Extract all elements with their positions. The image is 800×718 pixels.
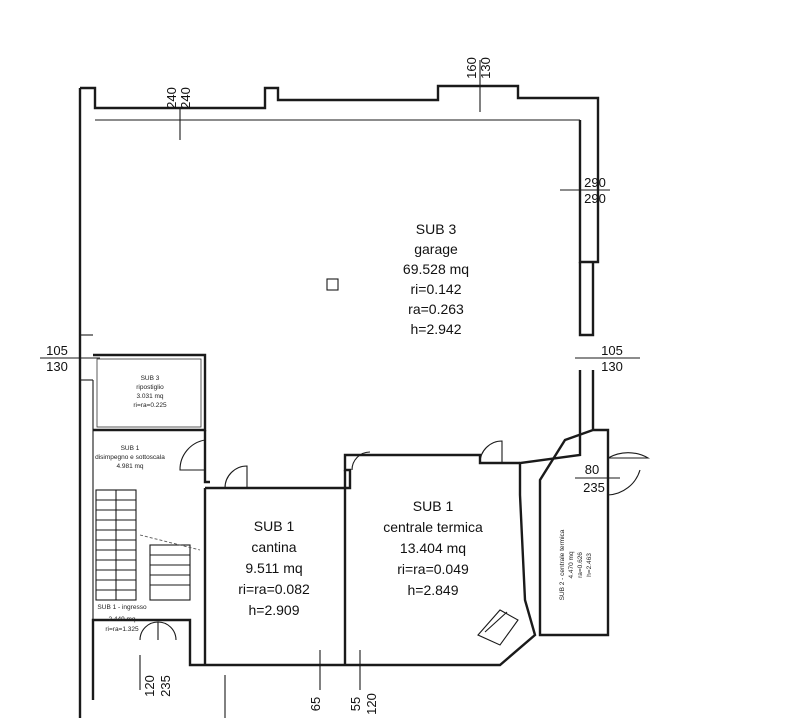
ripostiglio-sub: SUB 3	[141, 375, 160, 382]
room-centrale-termica: SUB 1 centrale termica 13.404 mq ri=ra=0…	[383, 498, 483, 598]
dim-right-small-a: 80	[585, 462, 599, 477]
dimension-lines	[40, 60, 640, 718]
dim-right-mid-b: 130	[601, 359, 623, 374]
garage-h: h=2.942	[411, 321, 462, 337]
cantina-sub: SUB 1	[254, 518, 295, 534]
dim-bottom-mid-a: 65	[308, 697, 323, 711]
cantina-rira: ri=ra=0.082	[238, 581, 310, 597]
room-ripostiglio: SUB 3 ripostiglio 3.031 mq ri=ra=0.225	[133, 375, 167, 409]
ripostiglio-name: ripostiglio	[136, 384, 164, 391]
dim-bottom-mid-c: 120	[364, 693, 379, 715]
dim-left-mid-b: 130	[46, 359, 68, 374]
dim-right-mid-a: 105	[601, 343, 623, 358]
dim-right-upper-b: 290	[584, 191, 606, 206]
centrale-name: centrale termica	[383, 519, 483, 535]
dim-top-right-b: 130	[478, 57, 493, 79]
column-marker	[326, 278, 339, 291]
room-disimpegno: SUB 1 disimpegno e sottoscala 4.981 mq	[95, 445, 165, 470]
room-garage: SUB 3 garage 69.528 mq ri=0.142 ra=0.263…	[403, 221, 469, 337]
staircase	[95, 489, 201, 601]
dim-top-right-a: 160	[464, 57, 479, 79]
cantina-h: h=2.909	[249, 602, 300, 618]
ripostiglio-area: 3.031 mq	[136, 393, 163, 400]
ingresso-sub: SUB 1 - ingresso	[97, 604, 147, 611]
disimpegno-area: 4.981 mq	[116, 463, 143, 470]
garage-name: garage	[414, 241, 458, 257]
dim-right-small-b: 235	[583, 480, 605, 495]
sub2-sub: SUB 2 - centrale termica	[559, 529, 566, 600]
dim-bottom-left-b: 235	[158, 675, 173, 697]
room-ingresso: SUB 1 - ingresso 2.449 mq ri=ra=1.325	[97, 604, 147, 633]
ingresso-rira: ri=ra=1.325	[105, 626, 139, 633]
dim-left-mid-a: 105	[46, 343, 68, 358]
centrale-sub: SUB 1	[413, 498, 454, 514]
centrale-h: h=2.849	[408, 582, 459, 598]
dim-top-left-a: 240	[164, 87, 179, 109]
room-sub2: SUB 2 - centrale termica 4.470 mq ra=0.6…	[559, 529, 593, 600]
doors	[139, 439, 651, 646]
room-cantina: SUB 1 cantina 9.511 mq ri=ra=0.082 h=2.9…	[238, 518, 310, 618]
disimpegno-name: disimpegno e sottoscala	[95, 454, 165, 461]
dim-top-left-b: 240	[178, 87, 193, 109]
dimension-labels: 240 240 160 130 290 290 105 130 105 130 …	[46, 57, 623, 715]
garage-ri: ri=0.142	[411, 281, 462, 297]
ingresso-area: 2.449 mq	[108, 616, 135, 623]
sub2-rira: ra=0.626	[577, 552, 584, 578]
cantina-name: cantina	[251, 539, 296, 555]
centrale-area: 13.404 mq	[400, 540, 466, 556]
sub2-area: 4.470 mq	[568, 551, 575, 578]
cantina-area: 9.511 mq	[245, 560, 302, 576]
dim-bottom-left-a: 120	[142, 675, 157, 697]
garage-area: 69.528 mq	[403, 261, 469, 277]
garage-sub: SUB 3	[416, 221, 457, 237]
sub2-h: h=2.463	[586, 553, 593, 577]
dim-right-upper-a: 290	[584, 175, 606, 190]
dim-bottom-mid-b: 55	[348, 697, 363, 711]
garage-ra: ra=0.263	[408, 301, 464, 317]
centrale-rira: ri=ra=0.049	[397, 561, 469, 577]
ripostiglio-rira: ri=ra=0.225	[133, 402, 167, 409]
disimpegno-sub: SUB 1	[121, 445, 140, 452]
